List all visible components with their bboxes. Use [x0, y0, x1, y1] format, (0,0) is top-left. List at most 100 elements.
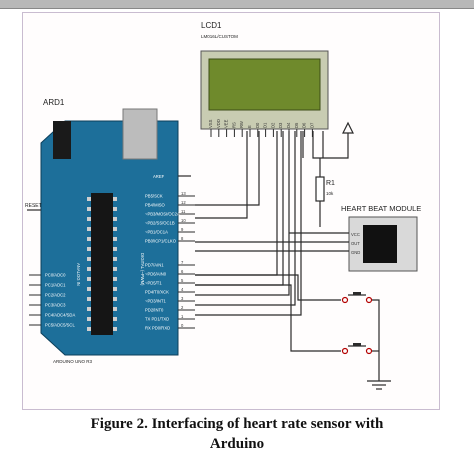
- digital-pin-number: 9: [181, 227, 184, 232]
- analog-pin-label: PC3/ADC3: [45, 303, 66, 308]
- chip-pin: [87, 287, 91, 291]
- digital-pin-name: ~PD5/T1: [145, 281, 162, 286]
- analog-pin-label: PC5/ADC5/SCL: [45, 323, 75, 328]
- module-title: HEART BEAT MODULE: [341, 204, 421, 213]
- chip-pin: [113, 317, 117, 321]
- analog-pin-group: PC0/ADC0PC1/ADC1PC2/ADC2PC3/ADC3PC4/ADC4…: [29, 273, 75, 328]
- arduino-part-label: ARDUINO UNO R3: [53, 359, 93, 364]
- lcd-pin-label: RW: [239, 121, 244, 128]
- lcd-pin-label: VEE: [224, 119, 229, 128]
- chip-pin: [113, 247, 117, 251]
- lcd-pin-label: D1: [263, 122, 268, 128]
- vcc-arrow-icon: [342, 121, 354, 134]
- digital-pin-name: PB4/MISO: [145, 203, 166, 208]
- chip-pin: [87, 327, 91, 331]
- chip-pin: [113, 277, 117, 281]
- arduino-ref-label: ARD1: [43, 98, 65, 107]
- wire-aux: [195, 131, 278, 276]
- atmega-chip: [91, 193, 113, 335]
- lcd-part-label: LM016L/CUSTOM: [201, 34, 238, 39]
- digital-pin-name: ~PB3/MOSI/OC2A: [145, 212, 180, 217]
- resistor-r1: R1 10k: [315, 158, 335, 227]
- digital-pin-name: PD2/INT0: [145, 308, 164, 313]
- lcd-pin-label: RS: [231, 122, 236, 128]
- digital-pin-number: 1: [181, 314, 184, 319]
- heart-beat-module: VCC OUT GND: [348, 216, 418, 272]
- chip-pin: [87, 257, 91, 261]
- chip-pin-group: [87, 197, 117, 331]
- push-button-2: [195, 284, 379, 355]
- lcd-pin-label: VSS: [208, 119, 213, 128]
- chip-pin: [113, 327, 117, 331]
- digital-pin-number: 2: [181, 305, 184, 310]
- analog-pin-label: PC2/ADC2: [45, 293, 66, 298]
- chip-pin: [113, 297, 117, 301]
- chip-pin: [87, 317, 91, 321]
- chip-pin: [87, 277, 91, 281]
- digital-pin-number: 0: [181, 323, 184, 328]
- module-wires: [195, 232, 349, 252]
- chip-pin: [87, 307, 91, 311]
- digital-pin-name: RX PD0/RXD: [145, 326, 170, 331]
- analog-pin-label: PC4/ADC4/SDA: [45, 313, 75, 318]
- usb-connector: [122, 108, 158, 160]
- reset-label: RESET: [25, 203, 42, 209]
- digital-pin-group: PB5/SCK13PB4/MISO12~PB3/MOSI/OC2A11~PB2/…: [145, 191, 195, 331]
- digital-pin-number: 12: [181, 200, 186, 205]
- chip-pin: [87, 207, 91, 211]
- digital-pin-number: 10: [181, 218, 186, 223]
- push-button-1: [195, 274, 380, 381]
- chip-pin: [113, 257, 117, 261]
- resistor-value: 10k: [326, 191, 334, 196]
- digital-pin-name: PD4/T0/XCK: [145, 290, 169, 295]
- digital-pin-number: 8: [181, 236, 184, 241]
- top-border-bar: [0, 0, 474, 9]
- analog-pin-label: PC0/ADC0: [45, 273, 66, 278]
- chip-pin: [87, 267, 91, 271]
- resistor-body: [315, 176, 325, 202]
- lcd-display: [200, 50, 329, 130]
- module-pin-vcc: VCC: [351, 232, 360, 237]
- digital-pin-name: PD7/AIN1: [145, 263, 164, 268]
- chip-pin: [87, 237, 91, 241]
- digital-pin-name: ~PB2/SS/OC1B: [145, 221, 175, 226]
- module-pin-out: OUT: [351, 241, 360, 246]
- figure-caption-line2: Arduino: [209, 436, 265, 452]
- wire-d7: [195, 131, 302, 316]
- lcd-pin-label: D0: [255, 122, 260, 128]
- digital-pin-name: PB5/SCK: [145, 194, 163, 199]
- ground-symbol-icon: [367, 380, 391, 390]
- dc-jack: [53, 121, 71, 159]
- lcd-pin-label: E: [247, 125, 252, 128]
- lcd-ref-label: LCD1: [201, 21, 222, 30]
- lcd-pin-label: VDD: [216, 119, 221, 128]
- chip-pin: [113, 287, 117, 291]
- lcd-pin-label: D2: [270, 122, 275, 128]
- chip-pin: [113, 197, 117, 201]
- lcd-arduino-wires: [195, 131, 302, 316]
- analog-pin-label: PC1/ADC1: [45, 283, 66, 288]
- chip-pin: [113, 207, 117, 211]
- digital-pin-number: 4: [181, 287, 184, 292]
- chip-pin: [113, 227, 117, 231]
- digital-header-label: DIGITAL (~PWM): [140, 253, 145, 286]
- power-wiring: [302, 121, 354, 159]
- lcd-pin-label: D7: [309, 122, 314, 128]
- wire-d4: [195, 131, 284, 286]
- module-pin-gnd: GND: [351, 250, 360, 255]
- arduino-board: DIGITAL (~PWM) ANALOG IN: [40, 108, 179, 356]
- digital-pin-number: 13: [181, 191, 186, 196]
- lcd-pin-label: D6: [302, 122, 307, 128]
- aref-label: AREF: [153, 174, 165, 179]
- figure-caption-line1: Figure 2. Interfacing of heart rate sens…: [90, 416, 384, 432]
- chip-pin: [87, 247, 91, 251]
- lcd-screen: [208, 58, 321, 111]
- chip-pin: [87, 297, 91, 301]
- chip-pin: [113, 217, 117, 221]
- wire-d6: [195, 131, 296, 306]
- wire-d5: [195, 131, 290, 296]
- digital-pin-name: ~PD3/INT1: [145, 299, 167, 304]
- resistor-ref: R1: [326, 180, 335, 187]
